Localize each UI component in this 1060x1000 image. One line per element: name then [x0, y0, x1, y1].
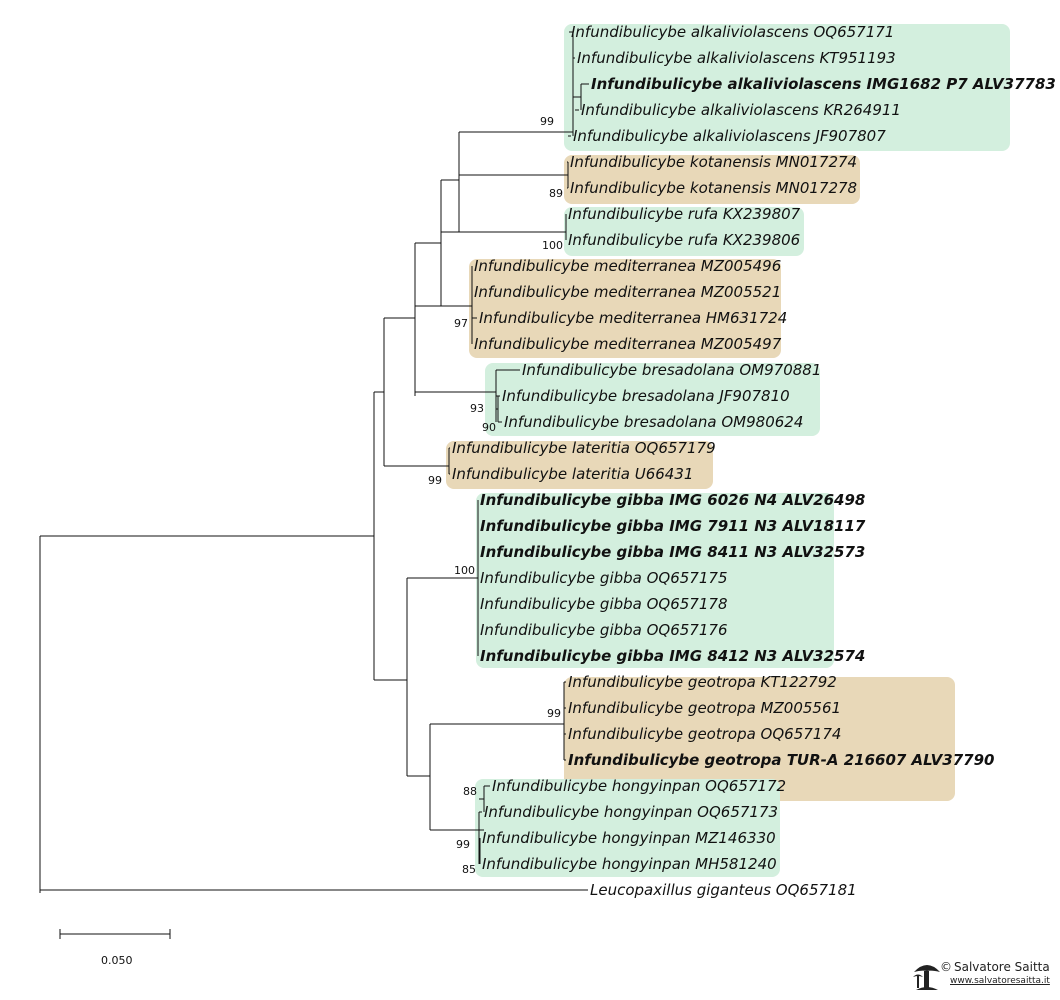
taxon-label: Infundibulicybe gibba IMG 6026 N4 ALV264… [480, 491, 865, 509]
clade-box-4 [469, 259, 781, 358]
taxon-label: Infundibulicybe alkaliviolascens JF90780… [573, 127, 886, 145]
support-value: 89 [549, 187, 563, 200]
taxon-label: Infundibulicybe hongyinpan MH581240 [482, 855, 777, 873]
support-value: 93 [470, 402, 484, 415]
watermark-name: Salvatore Saitta [954, 960, 1050, 974]
support-value: 90 [482, 421, 496, 434]
taxon-labels: Infundibulicybe alkaliviolascens OQ65717… [452, 23, 1056, 899]
taxon-label: Infundibulicybe mediterranea HM631724 [479, 309, 787, 327]
taxon-label: Infundibulicybe bresadolana OM980624 [504, 413, 803, 431]
clade-box-5 [485, 363, 820, 436]
taxon-label: Infundibulicybe gibba IMG 8412 N3 ALV325… [480, 647, 865, 665]
taxon-label: Infundibulicybe geotropa TUR-A 216607 AL… [568, 751, 994, 769]
taxon-label: Infundibulicybe bresadolana JF907810 [502, 387, 790, 405]
taxon-label: Infundibulicybe rufa KX239806 [568, 231, 800, 249]
support-value: 88 [463, 785, 477, 798]
taxon-label: Infundibulicybe gibba IMG 7911 N3 ALV181… [480, 517, 866, 535]
support-value: 100 [542, 239, 563, 252]
taxon-label: Infundibulicybe alkaliviolascens KT95119… [577, 49, 896, 67]
taxon-label: Infundibulicybe hongyinpan MZ146330 [482, 829, 776, 847]
taxon-label: Infundibulicybe gibba OQ657175 [480, 569, 728, 587]
scale-bar-label: 0.050 [101, 954, 133, 967]
mushroom-logo-icon [913, 965, 940, 990]
clade-box-6 [446, 441, 713, 489]
taxon-label: Infundibulicybe lateritia OQ657179 [452, 439, 716, 457]
taxon-label: Infundibulicybe geotropa MZ005561 [568, 699, 841, 717]
copyright-symbol: © [940, 960, 952, 974]
support-value: 99 [547, 707, 561, 720]
taxon-label: Infundibulicybe bresadolana OM970881 [522, 361, 821, 379]
watermark: © Salvatore Saitta www.salvatoresaitta.i… [912, 958, 1052, 994]
support-value: 97 [454, 317, 468, 330]
support-value: 99 [428, 474, 442, 487]
taxon-label: Infundibulicybe hongyinpan OQ657172 [492, 777, 786, 795]
support-value: 99 [456, 838, 470, 851]
taxon-label: Infundibulicybe geotropa OQ657174 [568, 725, 841, 743]
clade-box-3 [564, 207, 804, 256]
taxon-label: Infundibulicybe mediterranea MZ005496 [474, 257, 781, 275]
taxon-label: Infundibulicybe kotanensis MN017274 [570, 153, 857, 171]
taxon-label: Infundibulicybe kotanensis MN017278 [570, 179, 857, 197]
taxon-label: Infundibulicybe lateritia U66431 [452, 465, 693, 483]
scale-bar: 0.050 [59, 929, 171, 967]
taxon-label: Leucopaxillus giganteus OQ657181 [590, 881, 857, 899]
taxon-label: Infundibulicybe hongyinpan OQ657173 [484, 803, 778, 821]
taxon-label: Infundibulicybe geotropa KT122792 [568, 673, 837, 691]
taxon-label: Infundibulicybe gibba OQ657178 [480, 595, 728, 613]
clade-box-8 [564, 677, 955, 801]
support-value: 99 [540, 115, 554, 128]
taxon-label: Infundibulicybe rufa KX239807 [568, 205, 801, 223]
taxon-label: Infundibulicybe mediterranea MZ005497 [474, 335, 782, 353]
clade-highlight-boxes [446, 24, 1010, 877]
taxon-label: Infundibulicybe gibba OQ657176 [480, 621, 728, 639]
taxon-label: Infundibulicybe gibba IMG 8411 N3 ALV325… [480, 543, 865, 561]
taxon-label: Infundibulicybe mediterranea MZ005521 [474, 283, 781, 301]
taxon-label: Infundibulicybe alkaliviolascens OQ65717… [571, 23, 894, 41]
clade-box-2 [564, 155, 860, 204]
tree-branches [39, 31, 589, 893]
clade-box-7 [476, 493, 834, 668]
watermark-url[interactable]: www.salvatoresaitta.it [950, 976, 1050, 986]
support-value: 85 [462, 863, 476, 876]
clade-box-1 [564, 24, 1010, 151]
bootstrap-support-values: 99 89 100 97 93 90 99 100 99 88 99 85 [428, 115, 563, 876]
support-value: 100 [454, 564, 475, 577]
taxon-label: Infundibulicybe alkaliviolascens IMG1682… [591, 75, 1056, 93]
clade-box-9 [475, 779, 780, 877]
taxon-label: Infundibulicybe alkaliviolascens KR26491… [581, 101, 901, 119]
